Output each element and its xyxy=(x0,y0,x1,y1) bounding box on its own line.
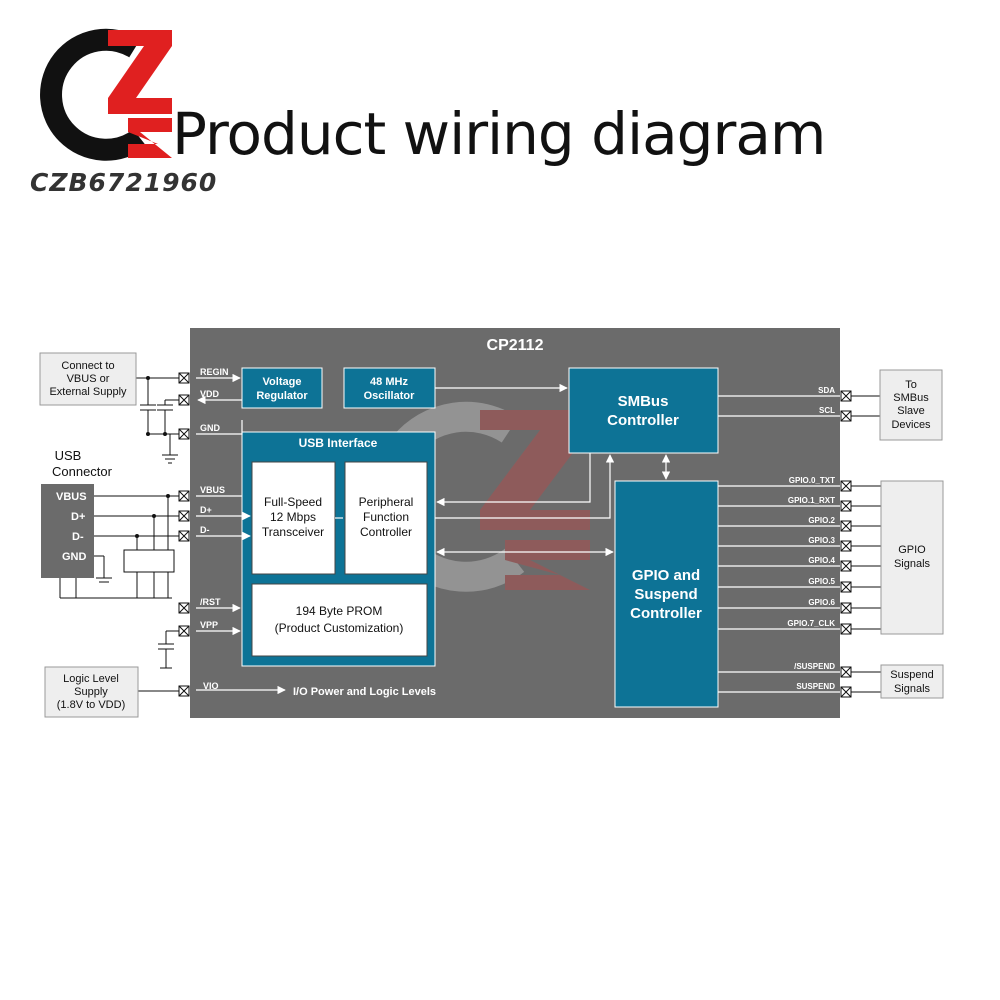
peripheral-label: Function xyxy=(363,510,409,524)
pin-suspend: SUSPEND xyxy=(796,682,835,691)
pin-gnd: GND xyxy=(200,423,221,433)
usb-interface-label: USB Interface xyxy=(299,436,378,450)
suspend-signals-label: Suspend xyxy=(890,669,933,681)
prom-label: (Product Customization) xyxy=(275,621,404,635)
pin-scl: SCL xyxy=(819,406,835,415)
pin-terminals xyxy=(178,372,852,698)
usb-pin-vbus: VBUS xyxy=(56,491,87,503)
pin-gpio0: GPIO.0_TXT xyxy=(789,476,835,485)
pin-dminus: D- xyxy=(200,525,210,535)
pin-sda: SDA xyxy=(818,386,835,395)
pin-gpio6: GPIO.6 xyxy=(808,598,835,607)
logic-supply-label: Logic Level xyxy=(63,673,119,685)
supply-label: VBUS or xyxy=(67,373,110,385)
logic-supply-label: (1.8V to VDD) xyxy=(57,699,125,711)
supply-label: External Supply xyxy=(49,386,127,398)
pin-gpio2: GPIO.2 xyxy=(808,516,835,525)
supply-label: Connect to xyxy=(61,360,114,372)
suspend-signals-box xyxy=(880,664,944,699)
smbus-controller-block xyxy=(568,367,719,454)
chip-name: CP2112 xyxy=(487,337,544,354)
pin-vio: VIO xyxy=(203,681,219,691)
pin-gpio7: GPIO.7_CLK xyxy=(787,619,835,628)
gpio-signals-label: GPIO xyxy=(898,544,926,556)
smbus-devices-label: To xyxy=(905,379,917,391)
pin-suspend-n: /SUSPEND xyxy=(794,662,835,671)
usb-pin-gnd: GND xyxy=(62,551,87,563)
svg-text:194 Byte PROM(Product Customiz: 194 Byte PROM (Product Customization) xyxy=(275,604,404,635)
usb-connector-title: Connector xyxy=(52,464,113,479)
peripheral-to-smbus-arrow xyxy=(435,454,615,519)
io-power-label: I/O Power and Logic Levels xyxy=(293,686,436,698)
pin-rst: /RST xyxy=(200,597,221,607)
gnd-line xyxy=(196,420,243,435)
pin-vbus: VBUS xyxy=(200,485,225,495)
usb-connector-box xyxy=(41,484,94,578)
smbus-to-peripheral-arrow xyxy=(436,453,591,507)
gpio-controller-label: GPIO and xyxy=(632,567,700,584)
voltage-regulator-label: Voltage xyxy=(263,376,302,388)
pin-vdd: VDD xyxy=(200,389,220,399)
smbus-devices-label: Slave xyxy=(897,405,925,417)
gpio-controller-block xyxy=(614,480,719,708)
oscillator-label: Oscillator xyxy=(364,390,415,402)
transceiver-label: Full-Speed xyxy=(264,495,322,509)
transceiver-label: 12 Mbps xyxy=(270,510,316,524)
pin-gpio4: GPIO.4 xyxy=(808,556,835,565)
peripheral-label: Controller xyxy=(360,525,412,539)
pin-gpio3: GPIO.3 xyxy=(808,536,835,545)
oscillator-block xyxy=(343,367,436,409)
voltage-regulator-label: Regulator xyxy=(256,390,308,402)
smbus-devices-label: Devices xyxy=(891,419,931,431)
smbus-label: SMBus xyxy=(618,393,669,410)
page-title: Product wiring diagram xyxy=(172,100,826,168)
oscillator-label: 48 MHz xyxy=(370,376,408,388)
pin-gpio5: GPIO.5 xyxy=(808,577,835,586)
supply-box xyxy=(39,352,137,406)
gpio-controller-label: Controller xyxy=(630,605,702,622)
voltage-regulator-block xyxy=(241,367,323,409)
gpio-signals-box xyxy=(880,480,944,635)
logic-supply-label: Supply xyxy=(74,686,108,698)
suspend-signals-label: Signals xyxy=(894,683,931,695)
logic-supply-box xyxy=(44,666,139,718)
usb-connector-title: USB xyxy=(55,448,82,463)
prom-label: 194 Byte PROM xyxy=(296,604,383,618)
smbus-label: Controller xyxy=(607,412,679,429)
smbus-devices-box xyxy=(879,369,943,441)
pin-regin: REGIN xyxy=(200,367,229,377)
usb-pin-dminus: D- xyxy=(72,531,84,543)
pin-vpp: VPP xyxy=(200,620,218,630)
smbus-devices-label: SMBus xyxy=(893,392,929,404)
transceiver-block xyxy=(251,461,336,575)
prom-block xyxy=(251,583,428,657)
gpio-signals-label: Signals xyxy=(894,558,931,570)
pin-gpio1: GPIO.1_RXT xyxy=(788,496,835,505)
transceiver-label: Transceiver xyxy=(262,525,324,539)
pin-dplus: D+ xyxy=(200,505,212,515)
usb-pin-dplus: D+ xyxy=(71,511,85,523)
brand-logo-icon xyxy=(40,28,172,161)
gpio-controller-label: Suspend xyxy=(634,586,697,603)
brand-name: CZB6721960 xyxy=(30,168,218,197)
peripheral-label: Peripheral xyxy=(359,495,414,509)
peripheral-block xyxy=(344,461,428,575)
